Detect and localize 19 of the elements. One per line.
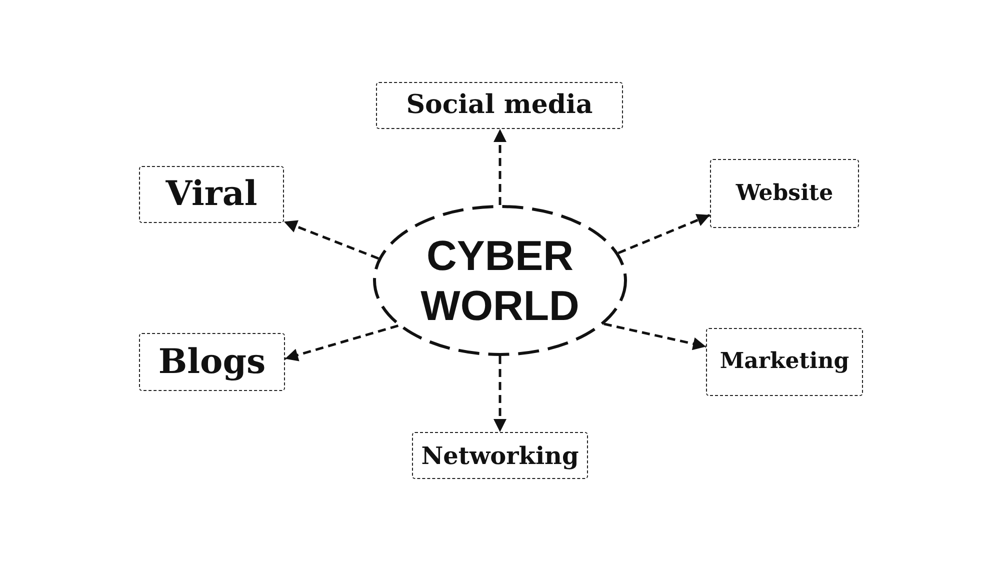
center-title: CYBER WORLD — [420, 230, 580, 330]
dashed-box — [139, 166, 284, 223]
dashed-box — [376, 82, 623, 129]
node-label: Viral — [166, 173, 258, 216]
arrow — [284, 220, 379, 260]
node-label: Marketing — [720, 348, 850, 376]
arrow — [494, 356, 506, 432]
node-label: Website — [736, 180, 834, 208]
dashed-box — [710, 159, 859, 228]
dashed-box — [139, 333, 285, 391]
arrow — [604, 322, 706, 350]
arrow — [494, 129, 506, 205]
node-label: Social media — [406, 89, 593, 122]
dashed-box — [706, 328, 863, 396]
arrow — [618, 214, 710, 254]
dashed-box — [412, 432, 588, 479]
node-label: Networking — [421, 440, 579, 470]
arrow — [284, 324, 399, 362]
node-label: Blogs — [158, 340, 266, 384]
